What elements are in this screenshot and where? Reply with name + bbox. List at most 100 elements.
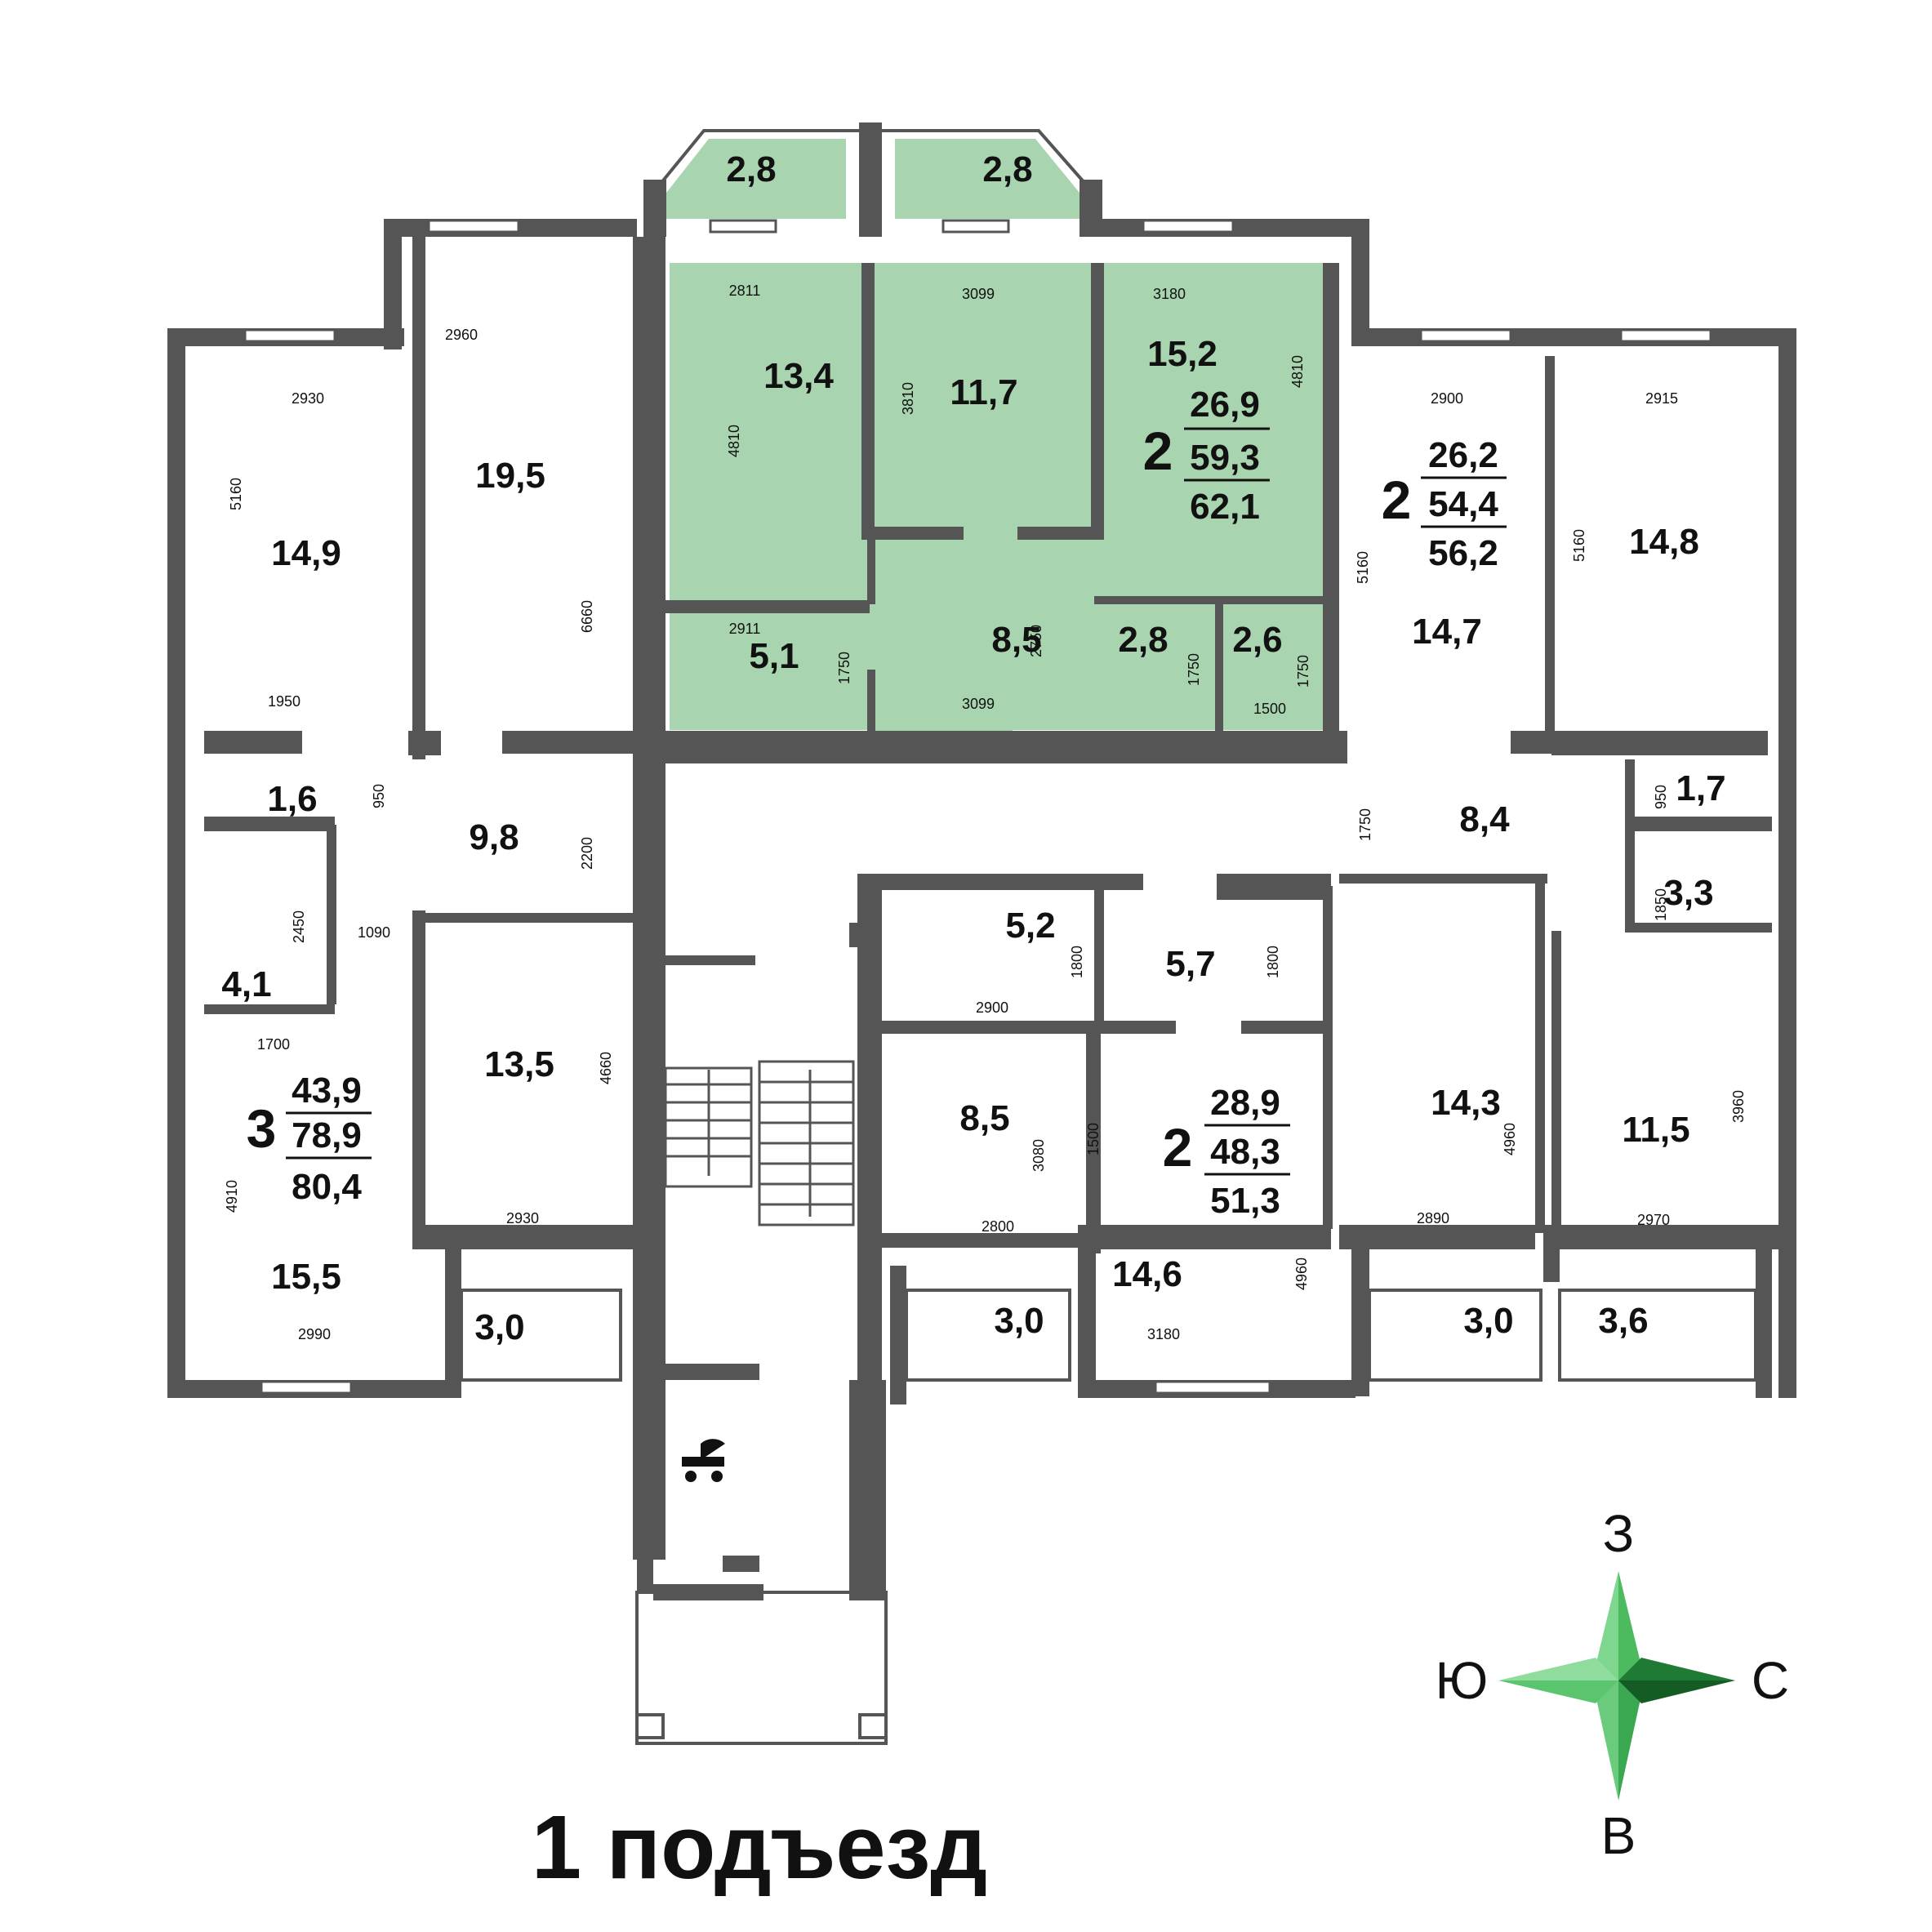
dimension: 3080 [1031,1139,1047,1172]
room-area: 14,9 [271,533,341,573]
dimension: 2930 [506,1210,539,1226]
stroller-icon [682,1439,725,1482]
room-area: 4,1 [221,964,271,1004]
compass: З В Ю С [1436,1504,1789,1865]
compass-east-label: С [1752,1651,1789,1710]
dimension: 1950 [268,693,300,710]
dimension: 3099 [962,696,995,712]
dimension: 1090 [358,924,390,941]
svg-text:54,4: 54,4 [1428,484,1498,524]
dimension: 2200 [579,837,595,870]
svg-text:78,9: 78,9 [292,1115,362,1155]
dimension: 2990 [298,1326,331,1342]
dimension: 2750 [1028,625,1044,657]
svg-text:51,3: 51,3 [1210,1181,1280,1221]
room-area: 8,5 [959,1098,1009,1138]
dimension: 1700 [257,1036,290,1053]
room-area: 14,7 [1412,612,1482,652]
dimension: 2970 [1637,1212,1670,1228]
room-area: 3,0 [994,1301,1044,1341]
apartment-summary-2room-right: 2 26,2 54,4 56,2 [1382,435,1507,573]
dimension: 4960 [1293,1258,1310,1290]
dimension: 1750 [1357,808,1373,841]
dimension: 2890 [1417,1210,1449,1226]
dimension-labels: 2811 3099 3180 4810 3810 4810 2911 1750 … [224,283,1747,1342]
dimension: 4810 [726,425,742,457]
room-area: 15,2 [1147,334,1218,374]
svg-text:48,3: 48,3 [1210,1132,1280,1172]
room-area: 2,8 [1118,620,1168,660]
dimension: 5160 [1355,551,1371,584]
dimension: 1750 [1186,653,1202,686]
dimension: 2900 [1431,390,1463,407]
dimension: 2450 [291,910,307,943]
dimension: 4660 [598,1052,614,1084]
room-area: 13,5 [484,1044,554,1084]
dimension: 3099 [962,286,995,302]
room-area: 11,7 [950,372,1017,412]
dimension: 6660 [579,600,595,633]
dimension: 2811 [729,283,761,299]
dimension: 950 [1653,785,1669,809]
dimension: 2960 [445,327,478,343]
dimension: 1800 [1265,946,1281,978]
svg-text:2: 2 [1382,470,1412,530]
svg-text:28,9: 28,9 [1210,1083,1280,1123]
dimension: 1850 [1653,888,1669,921]
dimension: 2800 [982,1218,1014,1235]
svg-text:62,1: 62,1 [1190,487,1260,527]
dimension: 2915 [1645,390,1678,407]
compass-north-label: З [1603,1504,1635,1563]
dimension: 1500 [1085,1123,1102,1155]
windows [243,219,1712,1395]
room-area: 2,8 [726,149,776,189]
room-area: 14,8 [1629,522,1699,562]
apartment-summary-3room: 3 43,9 78,9 80,4 [247,1071,372,1207]
room-area: 13,4 [763,356,834,396]
room-area: 1,7 [1676,768,1725,808]
dimension: 3180 [1153,286,1186,302]
room-area: 15,5 [271,1257,341,1297]
dimension: 1800 [1069,946,1085,978]
room-area: 5,2 [1005,906,1055,946]
dimension: 5160 [1571,529,1587,562]
room-area: 8,4 [1459,799,1510,839]
apartment-summary-2room-bottom: 2 28,9 48,3 51,3 [1163,1083,1290,1221]
staircase [664,1060,855,1226]
compass-south-label: В [1601,1806,1636,1865]
room-area: 2,6 [1232,620,1282,660]
room-area: 9,8 [469,817,519,857]
room-area: 3,6 [1598,1301,1648,1341]
dimension: 2911 [729,621,761,637]
room-area: 11,5 [1622,1110,1689,1150]
room-area: 2,8 [982,149,1032,189]
dimension: 3810 [900,382,916,415]
room-area: 14,3 [1431,1083,1501,1123]
highlighted-apartment [666,139,1329,750]
compass-west-label: Ю [1436,1651,1489,1710]
dimension: 1750 [836,652,852,684]
svg-text:26,9: 26,9 [1190,385,1260,425]
svg-text:56,2: 56,2 [1428,533,1498,573]
dimension: 2930 [292,390,324,407]
room-area: 14,6 [1112,1254,1182,1294]
svg-text:43,9: 43,9 [292,1071,362,1111]
dimension: 950 [371,784,387,808]
dimension: 4960 [1502,1123,1518,1155]
dimension: 3960 [1730,1090,1747,1123]
page-title: 1 подъезд [532,1797,987,1898]
svg-text:59,3: 59,3 [1190,438,1260,478]
balconies [460,129,1757,1745]
room-area: 8,5 [991,620,1041,660]
dimension: 4910 [224,1180,240,1213]
room-area: 3,3 [1663,873,1713,913]
room-area: 19,5 [475,456,545,496]
svg-text:2: 2 [1163,1117,1193,1177]
room-area: 1,6 [267,779,317,819]
room-labels: 2,8 2,8 13,4 11,7 15,2 8,5 5,1 2,8 2,6 1… [221,149,1725,1347]
dimension: 4810 [1289,355,1306,388]
room-area: 3,0 [1463,1301,1513,1341]
svg-text:80,4: 80,4 [292,1167,362,1207]
room-area: 5,7 [1165,944,1215,984]
